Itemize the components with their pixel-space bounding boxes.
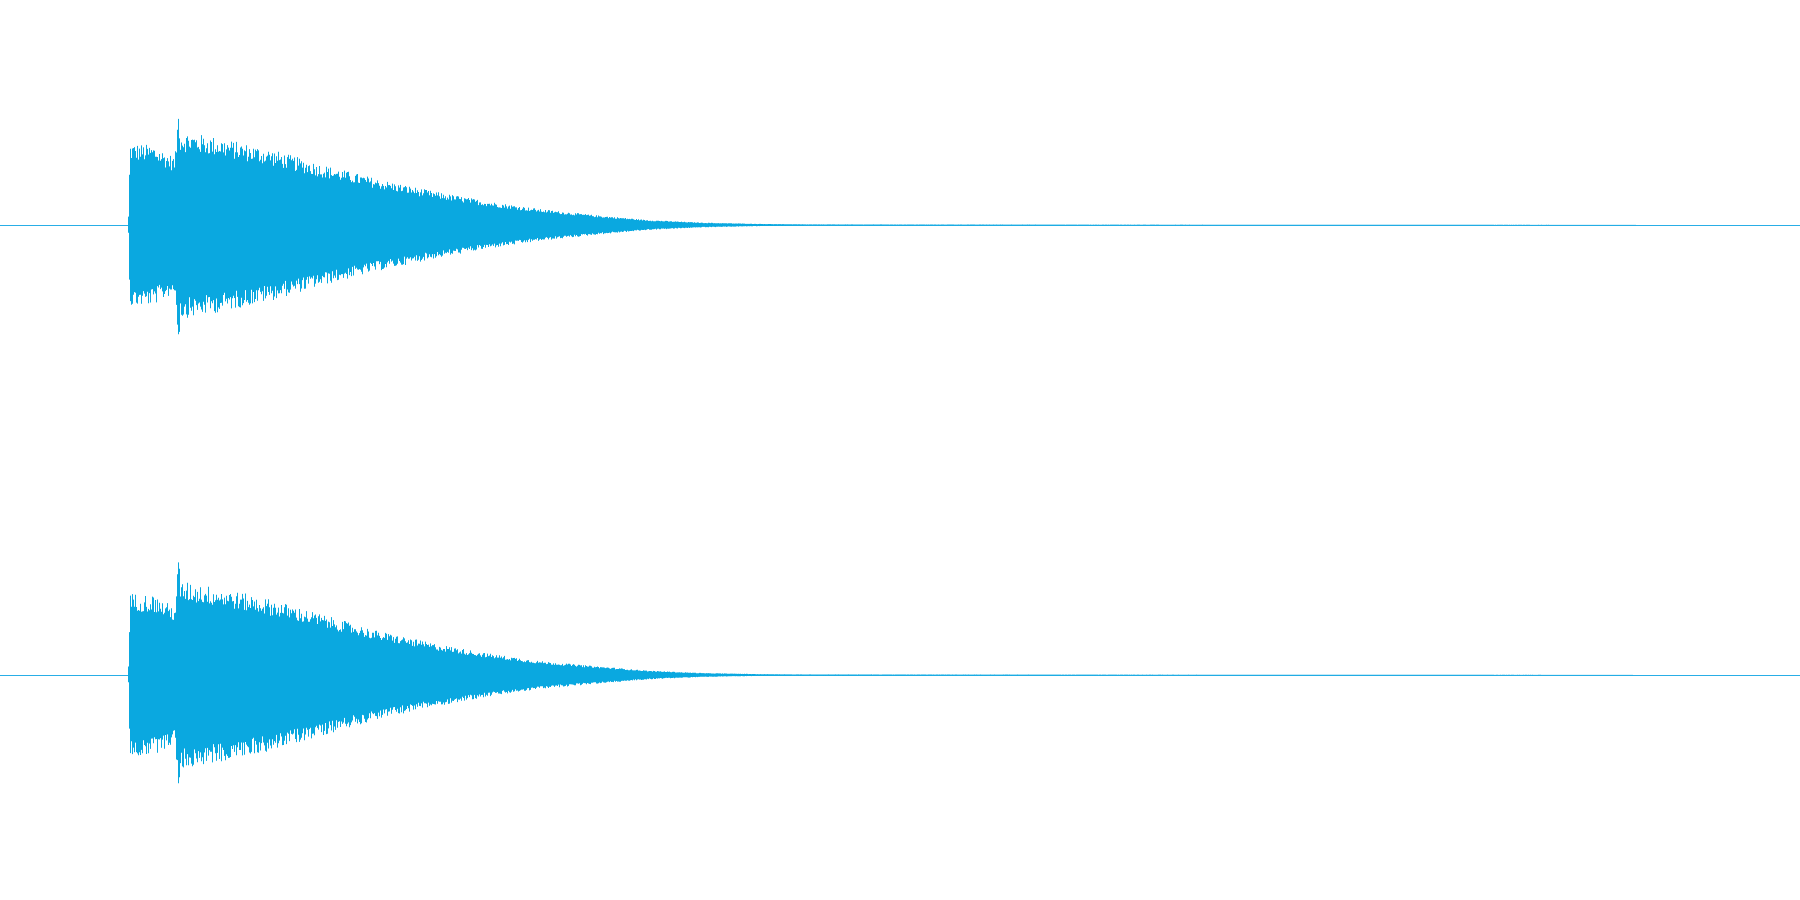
channels-layer — [0, 118, 1800, 784]
channel-2-waveform — [0, 562, 1800, 784]
channel-2-signal — [128, 562, 1633, 784]
channel-1-waveform — [0, 118, 1800, 335]
channel-1-signal — [128, 118, 1636, 335]
